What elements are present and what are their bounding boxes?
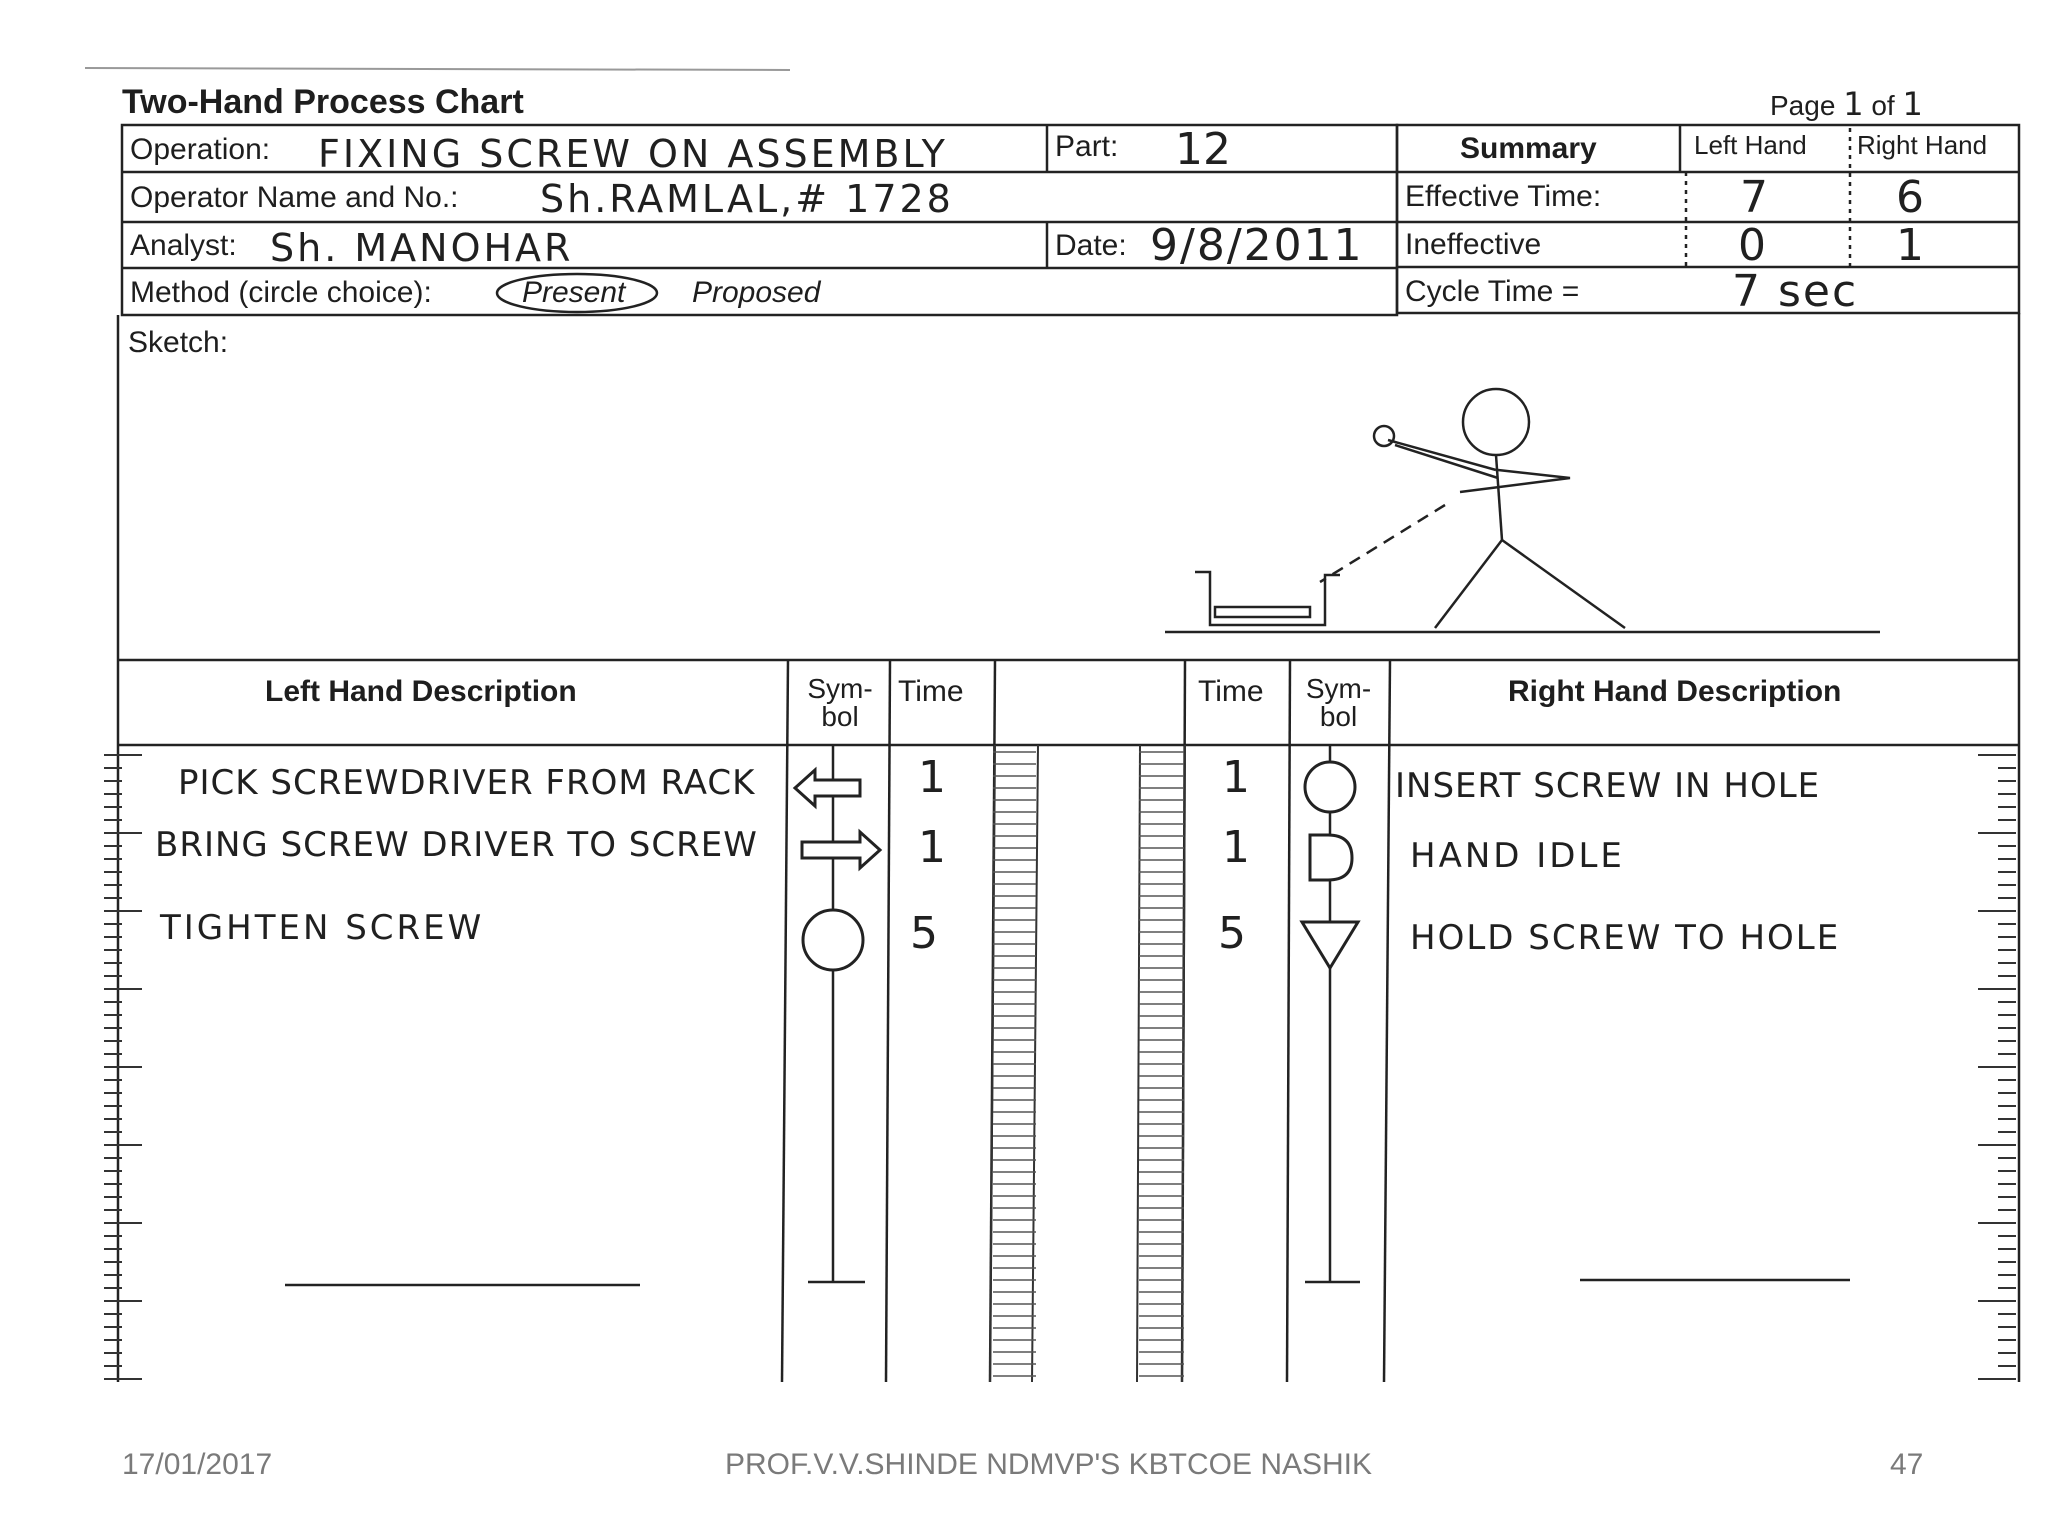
- ineffective-right: 1: [1896, 220, 1924, 271]
- page-num: 1: [1843, 85, 1864, 123]
- of-label: of: [1871, 90, 1895, 121]
- screwdriver-handle: [1372, 424, 1396, 448]
- date-label: Date:: [1055, 229, 1127, 262]
- operation-circle-icon-rh: [1303, 760, 1357, 814]
- left-hand-header: Left Hand: [1694, 130, 1807, 160]
- analyst-label: Analyst:: [130, 229, 237, 262]
- method-proposed: Proposed: [692, 276, 821, 309]
- table-row-3-rh: HOLD SCREW TO HOLE: [1410, 918, 1841, 958]
- figure-head: [1461, 387, 1531, 457]
- table-row-1-rh-time: 1: [1222, 752, 1250, 803]
- left-arrow-icon: [792, 766, 862, 810]
- lh-symbol-header: Sym- bol: [800, 675, 880, 731]
- table-row-2-rh-time: 1: [1222, 822, 1250, 873]
- effective-label: Effective Time:: [1405, 180, 1602, 213]
- lh-symbol-header-2: bol: [821, 701, 859, 732]
- table-row-1-lh: PICK SCREWDRIVER FROM RACK: [178, 763, 756, 803]
- part-label: Part:: [1055, 130, 1119, 163]
- table-row-1-rh: INSERT SCREW IN HOLE: [1395, 766, 1821, 806]
- rh-symbols: [1299, 760, 1361, 971]
- ineffective-left: 0: [1738, 220, 1766, 271]
- table-row-3-lh-time: 5: [910, 908, 938, 959]
- rh-symbol-header: Sym- bol: [1296, 675, 1381, 731]
- table-row-2-lh-time: 1: [918, 822, 946, 873]
- table-row-3-lh: TIGHTEN SCREW: [160, 908, 485, 948]
- date-value: 9/8/2011: [1150, 220, 1364, 271]
- method-label: Method (circle choice):: [130, 276, 432, 309]
- operator-label: Operator Name and No.:: [130, 181, 459, 214]
- chart-title: Two-Hand Process Chart: [122, 83, 524, 121]
- operation-value: FIXING SCREW ON ASSEMBLY: [318, 132, 948, 176]
- lh-symbol-header-1: Sym-: [807, 673, 873, 704]
- right-arrow-icon: [800, 828, 883, 872]
- operation-label: Operation:: [130, 133, 271, 166]
- effective-left: 7: [1740, 172, 1768, 223]
- top-rule: [84, 67, 791, 71]
- table-row-2-lh: BRING SCREW DRIVER TO SCREW: [155, 825, 758, 865]
- cycle-value: 7 sec: [1732, 266, 1859, 317]
- operator-value: Sh.RAMLAL,# 1728: [540, 177, 954, 221]
- sketch-label: Sketch:: [128, 326, 229, 359]
- rh-description-header: Right Hand Description: [1508, 675, 1842, 708]
- lh-description-header: Left Hand Description: [265, 675, 577, 708]
- cycle-label: Cycle Time =: [1405, 275, 1580, 308]
- operation-circle-icon: [801, 908, 865, 972]
- page-label: Page: [1770, 90, 1836, 121]
- ineffective-label: Ineffective: [1405, 228, 1542, 261]
- method-present: Present: [522, 276, 626, 309]
- table-row-2-rh: HAND IDLE: [1410, 836, 1625, 876]
- present-circle-mark: [495, 272, 659, 314]
- summary-title: Summary: [1460, 132, 1597, 165]
- lh-symbols: [792, 766, 883, 972]
- analyst-value: Sh. MANOHAR: [270, 226, 574, 270]
- page-indicator: Page 1 of 1: [1770, 85, 1923, 123]
- footer-date: 17/01/2017: [122, 1448, 273, 1481]
- lh-time-header: Time: [898, 675, 964, 708]
- summary-box: [1395, 123, 2021, 315]
- screw-rack: [1213, 605, 1312, 619]
- rh-time-header: Time: [1198, 675, 1264, 708]
- hold-triangle-icon: [1299, 920, 1361, 971]
- slide-number: 47: [1890, 1448, 1924, 1481]
- part-value: 12: [1175, 124, 1231, 175]
- footer-author: PROF.V.V.SHINDE NDMVP'S KBTCOE NASHIK: [725, 1448, 1373, 1481]
- page-total: 1: [1902, 85, 1923, 123]
- table-row-3-rh-time: 5: [1218, 908, 1246, 959]
- effective-right: 6: [1896, 172, 1924, 223]
- table-row-1-lh-time: 1: [918, 752, 946, 803]
- right-hand-header: Right Hand: [1857, 130, 1988, 160]
- delay-d-icon: [1308, 833, 1354, 882]
- rh-symbol-header-2: bol: [1319, 701, 1358, 732]
- rh-symbol-header-1: Sym-: [1305, 673, 1372, 704]
- sketch-figure: [1165, 387, 1880, 634]
